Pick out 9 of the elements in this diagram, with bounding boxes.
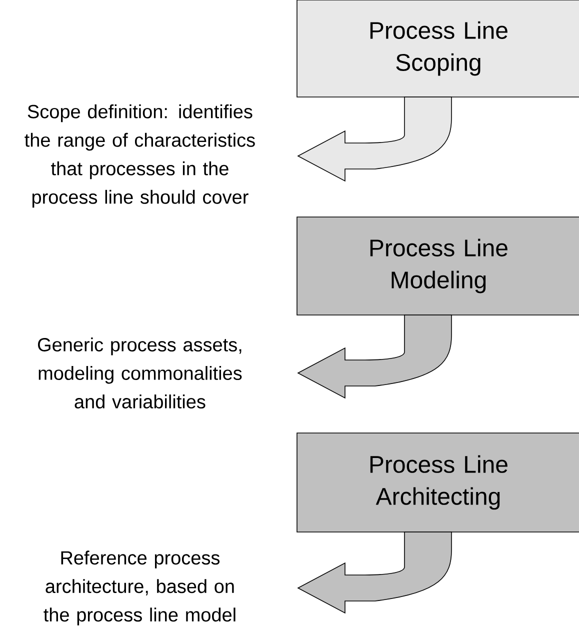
bent-arrow xyxy=(298,532,452,614)
bent-arrow xyxy=(298,96,452,182)
process-box: Process Line Scoping xyxy=(296,0,579,98)
process-box: Process Line Modeling xyxy=(296,216,579,316)
output-text: Generic process assets, modeling commonalities and variabilities xyxy=(38,338,242,408)
process-box: Process Line Architecting xyxy=(296,432,579,532)
bent-arrow xyxy=(298,314,452,398)
output-text: Reference process architecture, based on the process line model xyxy=(44,550,236,626)
output-text: Scope definition: identifies the range of characteristics that processes in the process line should cover xyxy=(24,104,255,208)
